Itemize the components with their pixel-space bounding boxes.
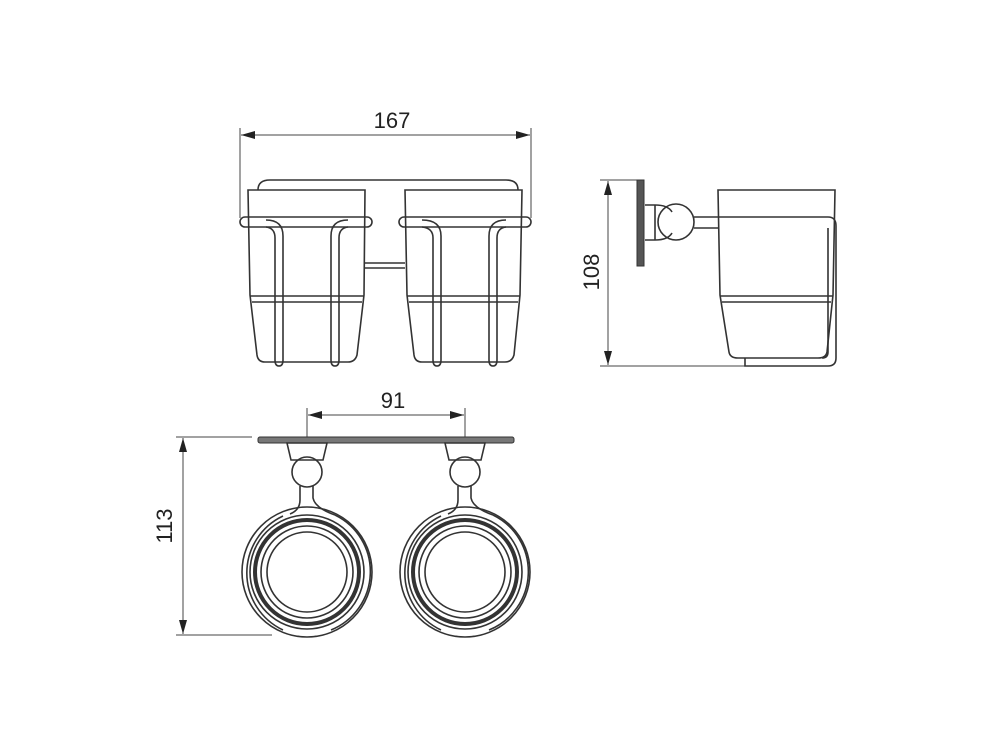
wire-holder-left — [239, 216, 373, 367]
cup-right — [404, 189, 523, 363]
top-view — [241, 436, 531, 638]
holder-ring-left — [241, 442, 373, 638]
dimension-label-width: 167 — [374, 108, 411, 133]
dimension-91: 91 — [306, 388, 466, 437]
holder-ring-right — [399, 442, 531, 638]
dimension-label-height: 108 — [579, 254, 604, 291]
dimension-label-spacing: 91 — [381, 388, 405, 413]
dimension-label-depth: 113 — [152, 508, 177, 543]
dimension-108: 108 — [579, 179, 745, 367]
side-view — [636, 179, 837, 367]
dimension-167: 167 — [239, 108, 532, 218]
wire-holder-right — [398, 216, 532, 367]
cup-left — [247, 189, 366, 363]
dimension-113: 113 — [152, 436, 272, 636]
front-view — [239, 179, 532, 367]
